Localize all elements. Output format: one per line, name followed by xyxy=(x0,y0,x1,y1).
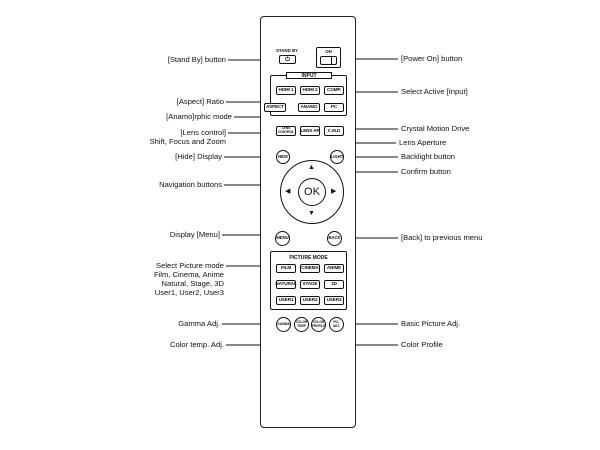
picture-mode-3d-button[interactable]: 3D xyxy=(324,280,344,289)
callout-standby: [Stand By] button xyxy=(167,55,226,64)
light-button[interactable]: LIGHT xyxy=(330,150,344,164)
callout-hide: [Hide] Display xyxy=(175,152,222,161)
picture-mode-header: PICTURE MODE xyxy=(289,255,328,261)
power-on-area xyxy=(316,47,341,68)
back-button[interactable]: BACK xyxy=(327,231,342,246)
anamo-button[interactable]: ANAMO xyxy=(298,103,320,112)
ok-button[interactable]: OK xyxy=(298,178,326,206)
nav-down-arrow-icon[interactable]: ▼ xyxy=(308,210,315,217)
callout-color-temp: Color temp. Adj. xyxy=(169,340,224,349)
standby-label: STAND BY xyxy=(275,48,299,53)
power-on-button[interactable] xyxy=(320,56,337,65)
nav-left-arrow-icon[interactable]: ◀ xyxy=(285,188,291,195)
gamma-button[interactable]: GAMMA xyxy=(276,317,291,332)
color-profile-button[interactable]: COLOR PROFILE xyxy=(311,317,326,332)
standby-button[interactable]: ⏻ xyxy=(279,55,296,64)
callout-picture-mode: Select Picture mode Film, Cinema, Anime … xyxy=(153,261,224,297)
callout-confirm: Confirm button xyxy=(401,167,451,176)
callout-backlight: Backlight button xyxy=(401,152,456,161)
hide-button[interactable]: HIDE xyxy=(276,150,290,164)
callout-power-on: [Power On] button xyxy=(401,54,463,63)
callout-aspect: [Aspect] Ratio xyxy=(176,97,224,106)
power-switch-icon xyxy=(331,57,332,64)
aspect-button[interactable]: ASPECT xyxy=(264,103,286,112)
callout-lens-aperture: Lens Aperture xyxy=(399,138,447,147)
hdmi1-button[interactable]: HDMI 1 xyxy=(276,86,296,95)
lens-ap-button[interactable]: LENS AP xyxy=(300,126,320,136)
callout-navigation: Navigation buttons xyxy=(159,180,222,189)
callout-back: [Back] to previous menu xyxy=(401,233,483,242)
power-icon: ⏻ xyxy=(285,56,290,63)
picture-mode-natural-button[interactable]: NATURAL xyxy=(275,280,297,289)
navigation-ring xyxy=(280,160,344,224)
cmd-button[interactable]: C.M.D xyxy=(324,126,344,136)
picture-mode-user1-button[interactable]: USER1 xyxy=(276,296,296,305)
callout-anamorphic: [Anamo]rphic mode xyxy=(166,112,232,121)
callout-color-profile: Color Profile xyxy=(401,340,443,349)
picture-mode-anime-button[interactable]: ANIME xyxy=(324,264,344,273)
pc-button[interactable]: PC xyxy=(324,103,344,112)
picture-mode-stage-button[interactable]: STAGE xyxy=(300,280,320,289)
lens-control-button[interactable]: LENS CONTROL xyxy=(276,126,296,136)
callout-basic-picture: Basic Picture Adj. xyxy=(401,319,461,328)
on-label: ON xyxy=(325,49,332,54)
input-header: INPUT xyxy=(286,72,332,79)
menu-button[interactable]: MENU xyxy=(275,231,290,246)
picture-mode-film-button[interactable]: FILM xyxy=(276,264,296,273)
color-temp-button[interactable]: COLOR TEMP xyxy=(294,317,309,332)
comp-button[interactable]: COMP. xyxy=(324,86,344,95)
picture-mode-user2-button[interactable]: USER2 xyxy=(300,296,320,305)
picture-mode-user3-button[interactable]: USER3 xyxy=(324,296,344,305)
callout-lens-control: [Lens control] Shift, Focus and Zoom xyxy=(149,128,226,146)
callout-cmd: Crystal Motion Drive xyxy=(401,124,470,133)
nav-right-arrow-icon[interactable]: ▶ xyxy=(331,188,337,195)
hdmi2-button[interactable]: HDMI 2 xyxy=(300,86,320,95)
callout-gamma: Gamma Adj. xyxy=(178,319,220,328)
picture-mode-group-box xyxy=(270,251,347,310)
callout-menu: Display [Menu] xyxy=(169,230,220,239)
nav-up-arrow-icon[interactable]: ▲ xyxy=(308,164,315,171)
callout-input: Select Active [Input] xyxy=(401,87,468,96)
picture-mode-cinema-button[interactable]: CINEMA xyxy=(300,264,320,273)
pic-adj-button[interactable]: PIC. ADJ. xyxy=(329,317,344,332)
